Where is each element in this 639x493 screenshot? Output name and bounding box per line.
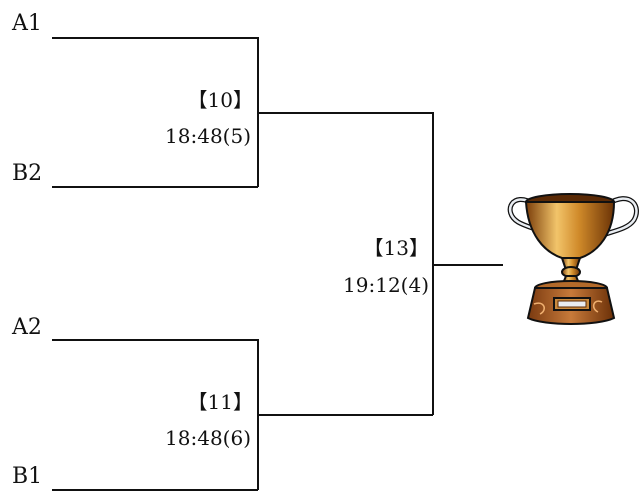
match-13-time: 19:12(4) xyxy=(343,273,429,297)
team-label-b1: B1 xyxy=(12,464,43,489)
match-10-code: 【10】 xyxy=(187,88,253,112)
match-11-time: 18:48(6) xyxy=(165,426,251,450)
match-10-time: 18:48(5) xyxy=(165,124,251,148)
team-label-a1: A1 xyxy=(12,11,42,36)
bracket-line-a1 xyxy=(52,37,259,187)
team-label-a2: A2 xyxy=(12,315,42,340)
team-label-b2: B2 xyxy=(12,161,43,186)
match-13-code: 【13】 xyxy=(363,236,429,260)
bracket-line-m10-out xyxy=(258,112,434,415)
match-11-code: 【11】 xyxy=(187,390,253,414)
bracket-line-a2 xyxy=(52,339,259,490)
trophy-icon xyxy=(504,182,639,328)
